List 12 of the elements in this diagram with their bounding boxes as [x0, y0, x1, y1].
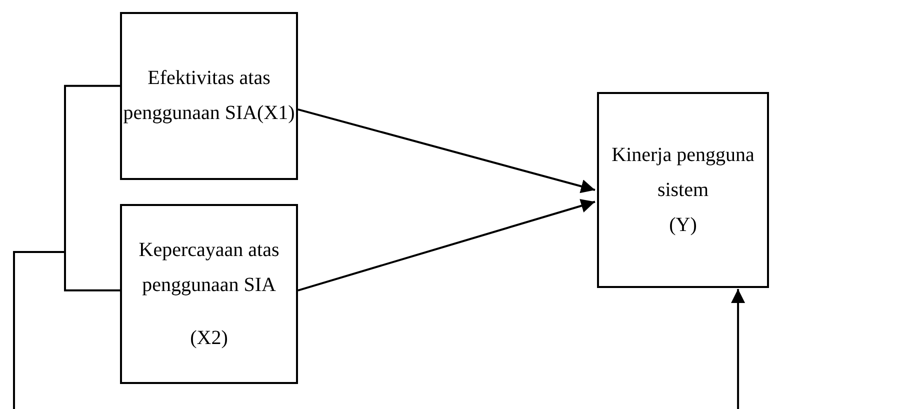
arrow: [298, 108, 596, 194]
box-label: (Y): [669, 212, 697, 238]
box-label: Kepercayaan atas penggunaan SIA: [138, 238, 280, 298]
box-label: Efektivitas atas penggunaan SIA(X1): [122, 66, 296, 126]
connector-line: [13, 251, 120, 409]
box-label: (X2): [190, 326, 228, 350]
arrow: [731, 289, 746, 409]
process-box: [597, 92, 769, 288]
process-box: [120, 12, 298, 180]
box-label: Kinerja pengguna sistem: [610, 142, 756, 202]
arrow: [298, 199, 596, 292]
process-box: [120, 204, 298, 384]
